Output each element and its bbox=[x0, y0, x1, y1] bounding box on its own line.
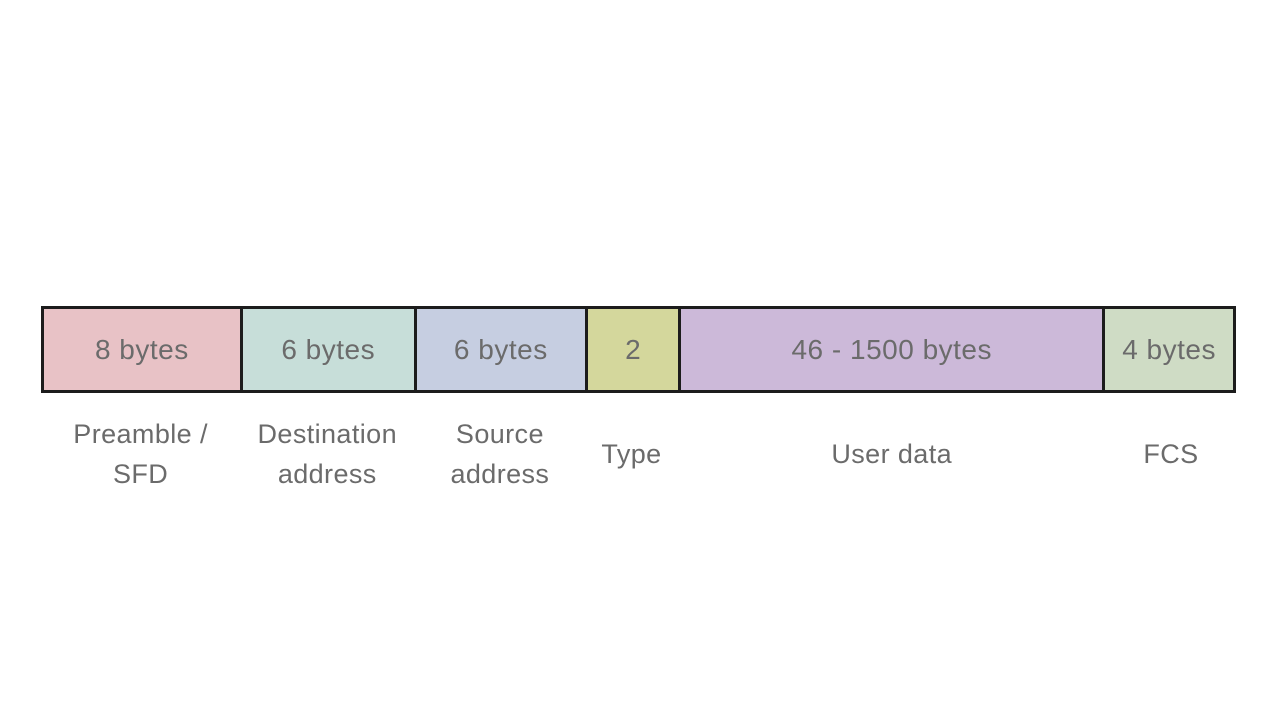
field-label-text: User data bbox=[831, 439, 953, 469]
field-label-text: Destination address bbox=[257, 419, 397, 489]
frame-field-bar: 8 bytes 6 bytes 6 bytes 2 46 - 1500 bytes 4 b… bbox=[41, 306, 1236, 393]
frame-field-label-cell-1: Destination address bbox=[240, 406, 414, 502]
field-size-text: 4 bytes bbox=[1122, 333, 1216, 365]
field-size-text: 6 bytes bbox=[281, 333, 376, 365]
frame-field-cell-3: 2 bbox=[587, 309, 682, 390]
field-size-text: 6 bytes bbox=[453, 333, 548, 365]
field-size-text: 2 bbox=[625, 333, 642, 365]
field-label-text: Preamble / SFD bbox=[73, 419, 208, 489]
field-size-text: 46 - 1500 bytes bbox=[791, 333, 993, 365]
frame-field-cell-2: 6 bytes bbox=[416, 309, 588, 390]
frame-field-label-cell-3: Type bbox=[585, 406, 677, 502]
field-label-text: Source address bbox=[450, 419, 550, 489]
frame-field-cell-0: 8 bytes bbox=[44, 309, 243, 390]
field-size-text: 8 bytes bbox=[94, 333, 189, 365]
ethernet-frame-diagram: 8 bytes 6 bytes 6 bytes 2 46 - 1500 bytes 4 b… bbox=[41, 306, 1236, 502]
field-label-text: FCS bbox=[1143, 439, 1199, 469]
frame-field-label-cell-0: Preamble / SFD bbox=[41, 406, 240, 502]
field-label-text: Type bbox=[601, 439, 662, 469]
frame-field-label-cell-4: User data bbox=[678, 406, 1106, 502]
frame-field-label-cell-5: FCS bbox=[1106, 406, 1236, 502]
frame-field-label-cell-2: Source address bbox=[414, 406, 585, 502]
frame-field-cell-5: 4 bytes bbox=[1105, 309, 1233, 390]
frame-field-cell-4: 46 - 1500 bytes bbox=[681, 309, 1106, 390]
frame-field-labels: Preamble / SFD Destination address Source … bbox=[41, 406, 1236, 502]
frame-field-cell-1: 6 bytes bbox=[242, 309, 417, 390]
